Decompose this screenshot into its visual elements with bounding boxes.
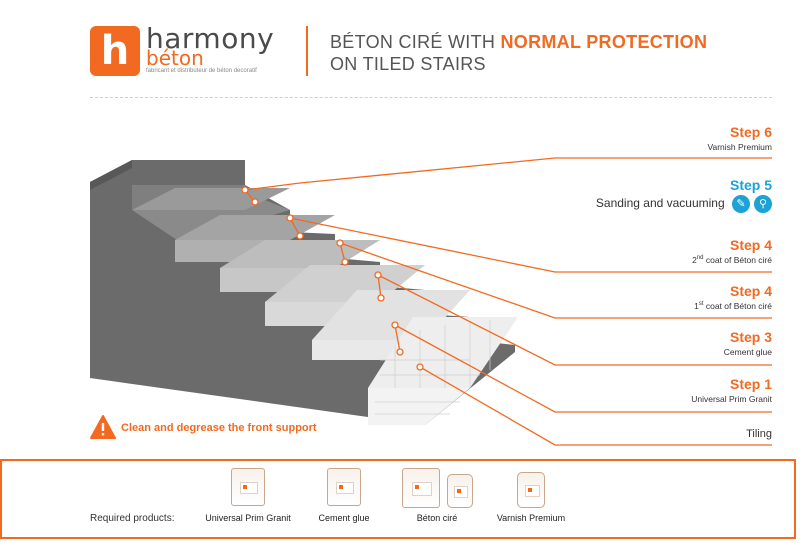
header-separator — [90, 97, 772, 98]
step-5-label: Step 5 Sanding and vacuuming ✎⚲ — [596, 177, 772, 213]
brand-name: harmony — [146, 22, 275, 55]
header-divider — [306, 26, 308, 76]
step-5-title: Step 5 — [729, 177, 772, 193]
brand-logo: h — [90, 26, 140, 76]
title-highlight: NORMAL PROTECTION — [500, 32, 708, 52]
callout-dots — [241, 186, 424, 371]
callout-line-step4a — [339, 242, 772, 319]
required-products-panel — [0, 459, 796, 539]
step-1-label: Step 1 Universal Prim Granit — [691, 376, 772, 404]
vacuum-icon: ⚲ — [754, 195, 772, 213]
step-3-desc: Cement glue — [723, 347, 772, 357]
step-6-title: Step 6 — [729, 124, 772, 140]
product-name: Béton ciré — [416, 513, 458, 523]
product-bucket-icon — [231, 468, 265, 506]
product-bucket-icon — [327, 468, 361, 506]
step-5-desc-row: Sanding and vacuuming ✎⚲ — [596, 195, 772, 213]
step-4a-desc: 1st coat of Béton ciré — [694, 301, 772, 311]
callout-line-tiling — [419, 366, 772, 446]
step-top-4 — [220, 240, 380, 268]
product-bucket-icon — [402, 468, 440, 508]
callout-line-step3 — [377, 274, 772, 366]
step-4b-label: Step 4 2nd coat of Béton ciré — [692, 237, 772, 265]
warning-text: Clean and degrease the front support — [121, 422, 317, 434]
warning-icon — [90, 415, 116, 439]
step-4b-title: Step 4 — [729, 237, 772, 253]
tiling-label: Tiling — [746, 428, 772, 440]
step-4a-title: Step 4 — [729, 283, 772, 299]
callout-line-step4b — [289, 217, 772, 273]
logo-letter: h — [100, 28, 130, 74]
callout-connector-step1 — [394, 324, 401, 353]
callout-connector-step3 — [377, 274, 382, 299]
step-5-desc: Sanding and vacuuming — [595, 196, 725, 211]
step-6-label: Step 6 Varnish Premium — [707, 124, 772, 152]
callout-line-step1 — [394, 324, 772, 413]
product-jerrycan-icon — [447, 474, 473, 508]
product-name: Cement glue — [318, 513, 370, 523]
product-name: Varnish Premium — [496, 513, 566, 523]
callout-line-step6 — [244, 157, 772, 191]
step-4b-desc: 2nd coat of Béton ciré — [692, 255, 772, 265]
step-tread-5 — [175, 215, 335, 240]
tile-grid — [375, 320, 491, 415]
brand-tagline: fabricant et distributeur de béton decor… — [146, 68, 257, 74]
step-top-6 — [132, 188, 290, 210]
page-title-line1: BÉTON CIRÉ WITH NORMAL PROTECTION — [330, 32, 708, 52]
sander-icon: ✎ — [732, 195, 750, 213]
step-3-label: Step 3 Cement glue — [724, 329, 772, 357]
callout-lines — [244, 157, 772, 446]
step-tiled-riser — [368, 388, 470, 425]
page-title-line2: ON TILED STAIRS — [330, 54, 486, 74]
page-number: 23 — [10, 14, 33, 35]
step-6-desc: Varnish Premium — [707, 142, 772, 152]
step-3-title: Step 3 — [729, 329, 772, 345]
product-jerrycan-icon — [517, 472, 545, 508]
product-name: Universal Prim Granit — [205, 513, 291, 523]
step-4a-label: Step 4 1st coat of Béton ciré — [694, 283, 772, 311]
step-top-1 — [368, 317, 518, 388]
stair-side-shade — [90, 160, 132, 190]
brand-subname: béton — [146, 46, 204, 70]
step-1-title: Step 1 — [729, 376, 772, 392]
step-1-desc: Universal Prim Granit — [691, 394, 772, 404]
required-products-label: Required products: — [90, 513, 175, 524]
